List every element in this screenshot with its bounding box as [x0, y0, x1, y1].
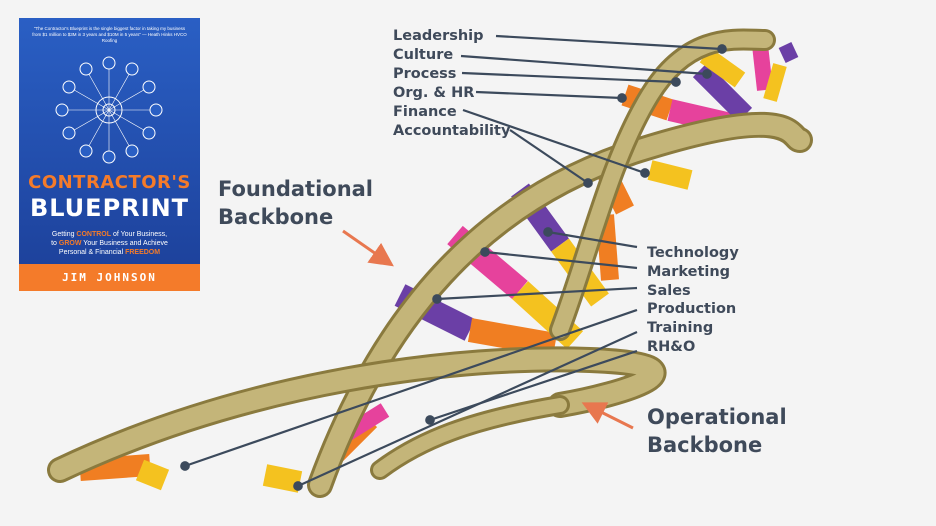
label-accountability: Accountability	[393, 123, 511, 139]
label-culture: Culture	[393, 47, 454, 63]
book-icon-network	[55, 56, 163, 164]
label-org-hr: Org. & HR	[393, 85, 475, 101]
book-quote: "The Contractor's Blueprint is the singl…	[32, 26, 187, 43]
leader-line-sales	[432, 286, 638, 304]
leader-line-technology	[543, 227, 638, 249]
book-subtitle-text: Your Business and Achieve	[81, 240, 168, 247]
book-subtitle-text: of Your Business,	[111, 231, 168, 238]
leader-line-org-hr	[475, 90, 627, 103]
rung	[752, 44, 773, 91]
book-title-line2: BLUEPRINT	[29, 194, 190, 222]
book-subtitle: Getting CONTROL of Your Business, to GRO…	[27, 230, 192, 257]
label-production: Production	[647, 301, 737, 317]
label-finance: Finance	[393, 104, 457, 120]
operational-backbone-title: Operational Backbone	[647, 403, 787, 459]
leader-line-process	[461, 71, 681, 87]
label-training: Training	[647, 320, 714, 336]
rung	[763, 63, 787, 102]
operational-backbone-arrow	[581, 402, 634, 430]
book-subtitle-text: Getting	[51, 231, 77, 238]
operational-backbone-line1: Operational	[647, 405, 787, 429]
book-author: JIM JOHNSON	[19, 264, 200, 291]
book-subtitle-highlight: GROW	[58, 240, 82, 247]
rung	[262, 464, 303, 493]
book-subtitle-highlight: CONTROL	[76, 231, 112, 238]
book-subtitle-text: to	[51, 240, 59, 247]
foundational-backbone-title: Foundational Backbone	[218, 175, 373, 231]
leader-line-accountability	[509, 129, 593, 188]
leader-line-marketing	[480, 247, 638, 270]
rung	[778, 42, 799, 63]
leader-line-rho	[425, 349, 638, 425]
foundational-backbone-arrow	[342, 229, 394, 267]
book-cover: "The Contractor's Blueprint is the singl…	[19, 18, 200, 291]
leader-line-leadership	[495, 34, 727, 54]
dna-backbones	[47, 28, 813, 498]
leader-line-production	[180, 308, 638, 471]
rung	[135, 459, 170, 491]
label-rho: RH&O	[647, 339, 696, 355]
backbone-strand	[373, 398, 567, 477]
foundational-backbone-line1: Foundational	[218, 177, 374, 201]
label-process: Process	[393, 66, 457, 82]
leader-line-finance	[462, 108, 650, 178]
foundational-backbone-line2: Backbone	[218, 205, 334, 229]
label-marketing: Marketing	[647, 264, 731, 280]
rung	[647, 160, 693, 190]
label-sales: Sales	[647, 283, 691, 299]
backbone-strand	[50, 349, 664, 480]
rung	[699, 47, 746, 88]
label-leadership: Leadership	[393, 28, 484, 44]
book-title-line1: CONTRACTOR'S	[28, 172, 191, 193]
operational-backbone-line2: Backbone	[647, 433, 763, 457]
backbone-strand	[552, 31, 773, 338]
book-subtitle-text: Personal & Financial	[58, 249, 126, 256]
label-technology: Technology	[647, 245, 739, 261]
leader-line-training	[293, 330, 638, 491]
book-subtitle-highlight: FREEDOM	[125, 249, 161, 256]
leader-line-culture	[460, 54, 712, 79]
